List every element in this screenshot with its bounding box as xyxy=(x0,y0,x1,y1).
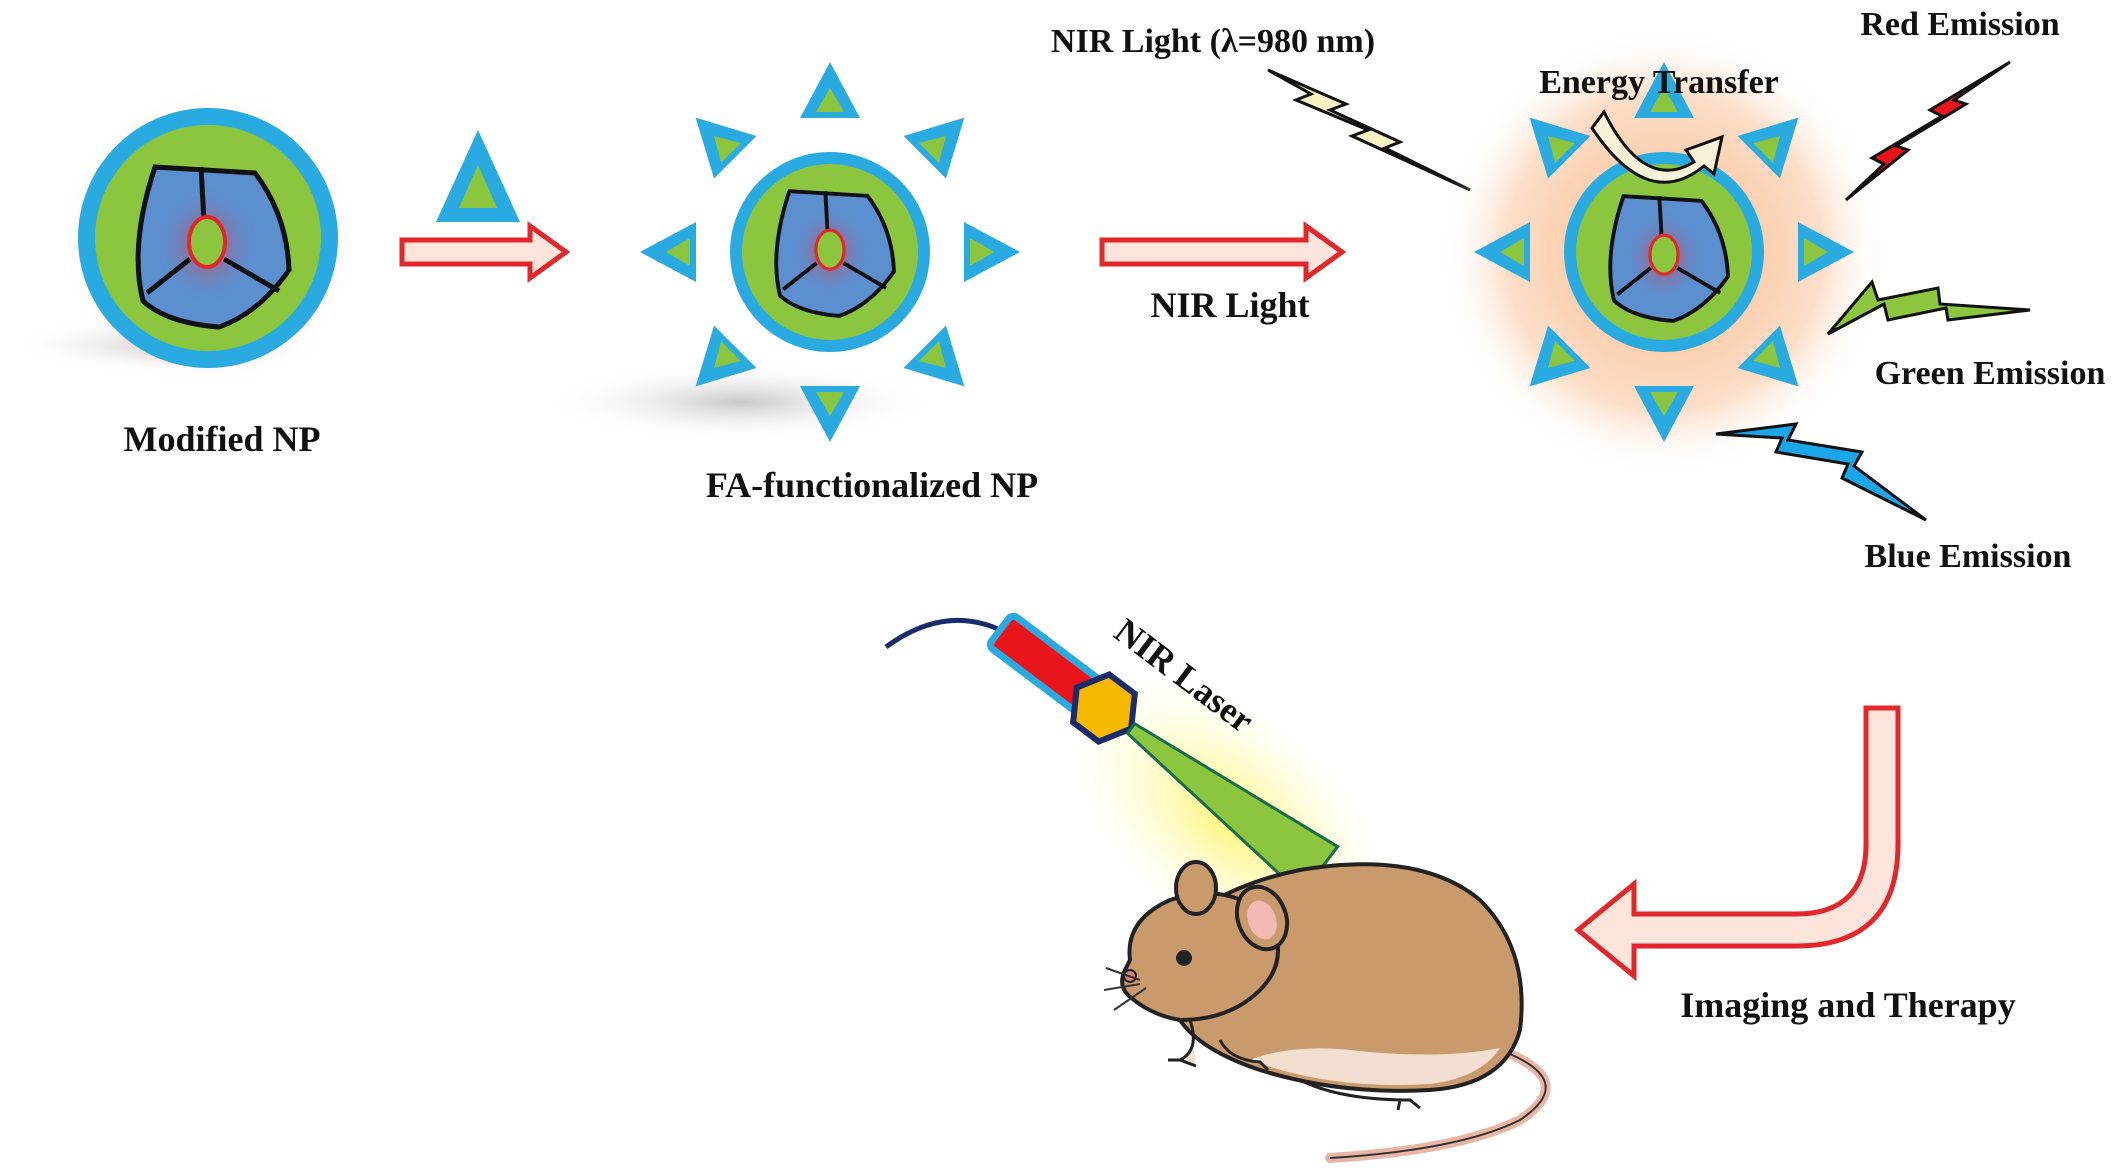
mouse-eye xyxy=(1176,950,1192,966)
np-shadow xyxy=(540,362,940,442)
flow-arrow-1 xyxy=(399,221,571,283)
imaging-therapy-arrow xyxy=(1574,705,1901,982)
mouse-illustration xyxy=(1103,860,1551,1163)
label-modified-np: Modified NP xyxy=(124,419,321,459)
laser-tip xyxy=(1069,671,1138,746)
nir-light-bolt-icon xyxy=(1267,68,1471,192)
mouse-whiskers xyxy=(1103,967,1147,1011)
label-red-emission: Red Emission xyxy=(1860,6,2059,43)
fa-ligand-icon xyxy=(436,130,520,222)
label-nir-light: NIR Light xyxy=(1150,285,1309,325)
mouse-ear-back xyxy=(1174,860,1218,916)
blue-emission-bolt-icon xyxy=(1715,422,1927,522)
energy-transfer-arrow-icon xyxy=(1590,109,1725,184)
excited-np xyxy=(1439,27,1889,477)
label-fa-np: FA-functionalized NP xyxy=(706,465,1038,505)
fa-functionalized-np xyxy=(540,62,1020,442)
label-green-emission: Green Emission xyxy=(1875,355,2106,392)
green-emission-bolt-icon xyxy=(1826,278,2031,336)
label-energy-transfer: Energy Transfer xyxy=(1539,64,1779,101)
label-imaging-therapy: Imaging and Therapy xyxy=(1680,985,2015,1025)
flow-arrow-2 xyxy=(1099,221,1347,283)
modified-np xyxy=(10,90,356,386)
mouse-front-paw xyxy=(1168,1019,1197,1068)
label-nir-light-980: NIR Light (λ=980 nm) xyxy=(1051,23,1375,60)
mouse-belly xyxy=(1250,1048,1500,1085)
label-blue-emission: Blue Emission xyxy=(1865,538,2072,575)
red-emission-bolt-icon xyxy=(1844,60,2011,202)
mouse-back-paw xyxy=(1299,1078,1421,1111)
